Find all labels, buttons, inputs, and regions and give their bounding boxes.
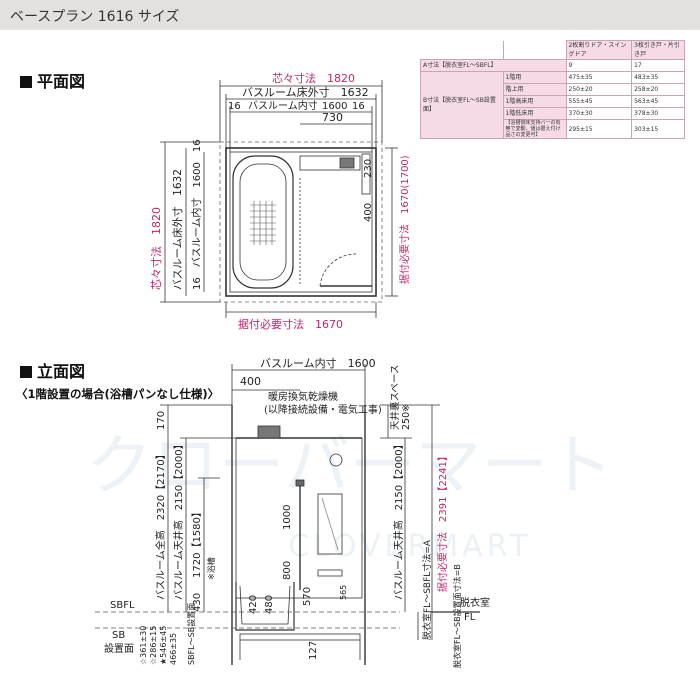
dimension-430: 430 [192,593,203,612]
ceiling-height-label: バスルーム天井高 2150【2000】 [172,439,185,600]
watermark-text: クローバーマート [86,427,613,504]
counter-shelf [299,155,361,171]
fl-to-sbfl-label: 脱衣室FL～SBFL寸法=A [421,539,433,640]
square-bullet-icon [20,76,32,88]
bath-bottom-note: ※浴槽 [206,557,216,580]
table-row: 1階低床用 370±30 378±30 [421,107,685,120]
bathtub-drain-grid [250,201,276,245]
dimension-400-elevation: 400 [240,375,261,388]
ceiling-space-value: 250※ [401,404,412,430]
column-header: 2枚割りドア・スイングドア [565,40,633,60]
dimension-800: 800 [282,561,293,580]
watermark-subtext: CLOVERMART [288,529,531,564]
tolerance-546: ★546±45 [159,626,168,665]
light-fixture [329,453,343,467]
sb-label: SB [112,630,125,641]
floor-outer-dimension-label: バスルーム床外寸 1632 [242,85,369,99]
mirror [317,493,343,555]
fl-to-sb-label: 脱衣室FL～SB設置面寸法=B [452,564,462,668]
right-install-height-label: 据付必要寸法 2391【2241】 [436,451,449,592]
right-ceiling-height-label: バスルーム天井高 2150【2000】 [392,439,405,600]
header-bar: ベースプラン 1616 サイズ [0,0,700,30]
bathtub-inner [239,163,287,281]
plan-section-title: 平面図 [20,68,85,92]
column-header: 3枚引き戸・片引き戸 [631,40,685,60]
dimension-570: 570 [302,587,313,606]
dimension-480: 480 [264,595,275,614]
bathtub-elevation [235,582,295,631]
elevation-section-title: 立面図 [20,358,85,382]
core-dashed-boundary [219,141,383,303]
bathroom-outer-wall [225,147,377,297]
dimension-1000: 1000 [282,505,293,530]
faucet-fixture [339,157,355,169]
faucet [317,569,343,577]
tolerance-466: 466±35 [169,633,178,665]
rail-height-label: 1720【1580】 [191,507,203,578]
sbfl-to-sb-label: SBFL～SB設置面 [186,603,196,665]
sbfl-label: SBFL [110,600,135,611]
dressing-room-label: 脱衣室 [460,596,490,609]
inner-value-label: 1600 [322,101,347,112]
spec-table: 2枚割りドア・スイングドア 3枚引き戸・片引き戸 A寸法【脱衣室FL～SBFL】… [420,40,685,139]
left-core-dimension-label: 芯々寸法 1820 [149,207,163,290]
dimension-420: 420 [248,595,259,614]
inner-right-label: 16 [352,101,365,112]
dryer-sub-label: (以降接続設備・電気工事) [264,403,382,416]
inner-dimension-label: バスルーム内寸 [248,99,318,112]
floor-pan [239,633,361,641]
left-floor-outer-label: バスルーム床外寸 1632 [171,169,184,290]
dryer-label: 暖房換気乾燥機 [268,390,338,403]
dimension-230: 230 [363,159,374,178]
bathroom-inner-wall [229,151,373,293]
left-inner-label: 16 バスルーム内寸 1600 16 [190,139,203,290]
bathtub-outline [232,155,294,289]
dryer-unit [257,425,281,439]
dimension-170: 170 [156,411,167,430]
dressing-room-fl-label: FL [464,612,476,623]
tolerance-286: ☆286±15 [149,626,158,665]
elevation-view [95,364,480,665]
elevation-subtitle: 〈1階設置の場合(浴槽パンなし仕様)〉 [16,387,220,401]
mirror-panel [361,153,371,195]
total-height-label: バスルーム全高 2320【2170】 [154,449,167,600]
table-row: B寸法【脱衣室FL～SB設置面】 1階用 475±35 483±35 [420,71,685,139]
table-header-row: 2枚割りドア・スイングドア 3枚引き戸・片引き戸 [420,40,685,60]
dimension-730: 730 [322,111,343,124]
sb-installation-label: 設置面 [104,642,134,655]
elev-inner-dimension-label: バスルーム内寸 1600 [260,356,376,370]
install-width-label: 据付必要寸法 1670 [238,317,343,331]
dimension-400: 400 [363,203,374,222]
square-bullet-icon [20,366,32,378]
door-swing-arc [319,253,357,287]
table-row: 【浴槽側床支持バーの有無で変動、値は据え付け品さの変更可】 295±15 303… [421,119,685,139]
core-dimension-label: 芯々寸法 1820 [272,71,355,85]
ceiling-space-label: 天井裏スペース [389,365,401,430]
tolerance-361: ☆361±30 [139,626,148,665]
page-title: ベースプラン 1616 サイズ [10,9,180,25]
plan-view [160,80,398,318]
inner-left-label: 16 [228,101,241,112]
dimension-127: 127 [308,641,319,660]
dimension-565: 565 [339,585,348,600]
right-install-label: 据付必要寸法 1670(1700) [398,155,411,284]
